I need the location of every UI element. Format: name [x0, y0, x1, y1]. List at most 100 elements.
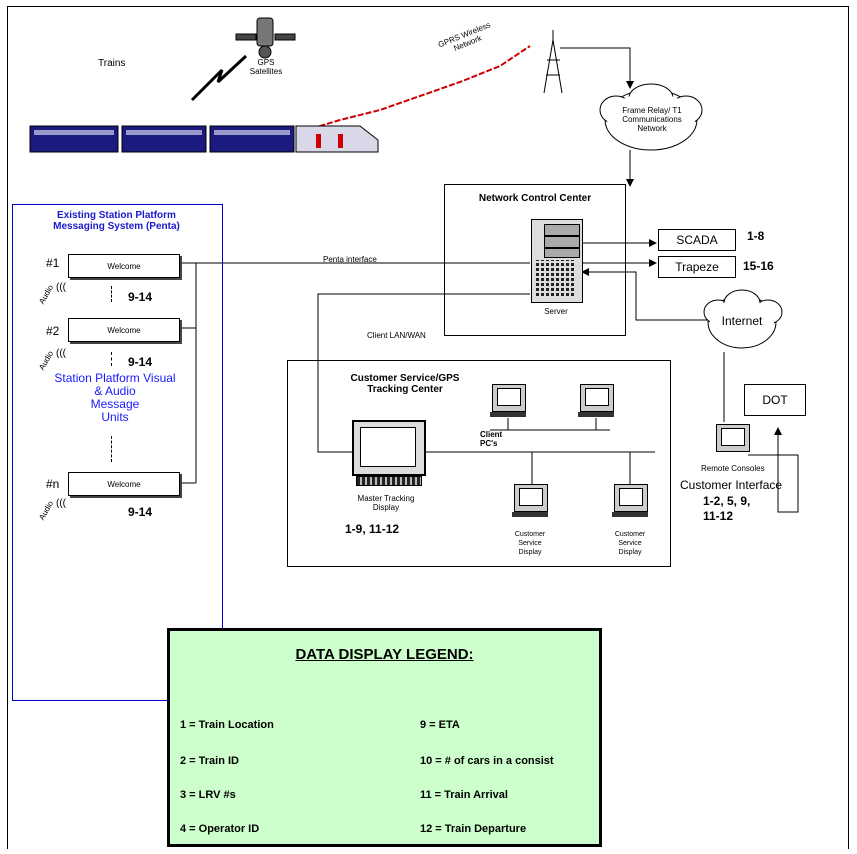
- legend-item-9: 9 = ETA: [420, 719, 460, 731]
- internet-label: Internet: [721, 314, 763, 328]
- unit-2-speaker-icon: (((: [56, 348, 66, 359]
- station-platform-box: [12, 204, 223, 701]
- trains-label: Trains: [98, 58, 126, 69]
- internet-link-line: [581, 268, 712, 321]
- client-pc-2-keyboard-icon: [578, 412, 614, 417]
- legend-item-1: 1 = Train Location: [180, 719, 274, 731]
- csd-1-line1: Customer: [514, 531, 546, 538]
- remote-consoles-label: Remote Consoles: [701, 464, 765, 473]
- master-keyboard-icon: [356, 476, 422, 486]
- frame-relay-line1: Frame Relay/ T1: [622, 106, 682, 115]
- frame-relay-line3: Network: [637, 124, 667, 133]
- trapeze-box: Trapeze: [658, 256, 736, 278]
- csd-2-icon: [614, 484, 648, 512]
- dot-link-line: [748, 427, 799, 513]
- unit-1-codes: 9-14: [128, 290, 153, 304]
- unit-2-dash: [111, 352, 113, 366]
- customer-interface-codes-1: 1-2, 5, 9,: [703, 494, 751, 508]
- client-pc-1-keyboard-icon: [490, 412, 526, 417]
- csd-2-line1: Customer: [614, 531, 646, 538]
- csd-1-line2: Service: [518, 540, 542, 547]
- scada-box: SCADA: [658, 229, 736, 251]
- server-label: Server: [544, 307, 568, 316]
- unit-n-codes: 9-14: [128, 505, 153, 519]
- unit-2-codes: 9-14: [128, 355, 153, 369]
- tracking-title: Customer Service/GPS Tracking Center: [330, 373, 480, 395]
- csd-1-icon: [514, 484, 548, 512]
- unit-2-sign: Welcome: [68, 318, 180, 342]
- frame-relay-line2: Communications: [622, 115, 682, 124]
- ncc-title: Network Control Center: [478, 193, 592, 204]
- gps-satellite-icon: [235, 17, 296, 59]
- station-title-line2: Messaging System (Penta): [53, 221, 180, 232]
- internet-cloud-icon: [703, 289, 783, 349]
- network-control-center-box: Network Control Center Server: [444, 184, 626, 336]
- frame-relay-cloud-icon: [599, 83, 703, 151]
- diagram-frame: [7, 6, 849, 849]
- station-visual-label: Station Platform Visual & Audio Message …: [30, 372, 200, 424]
- legend-title: DATA DISPLAY LEGEND:: [295, 646, 474, 663]
- station-visual-line4: Units: [101, 410, 129, 424]
- csd-1-keyboard-icon: [512, 512, 548, 517]
- client-lan-label: Client LAN/WAN: [367, 331, 426, 340]
- client-lan-line: [317, 293, 530, 453]
- station-title: Existing Station Platform Messaging Syst…: [12, 210, 221, 232]
- tower-link-line: [560, 47, 634, 89]
- penta-interface-label: Penta interface: [323, 255, 377, 264]
- master-display-label: Master Tracking Display: [346, 494, 426, 512]
- trapeze-codes: 15-16: [743, 259, 774, 273]
- legend-item-2: 2 = Train ID: [180, 755, 239, 767]
- customer-interface-codes-2: 11-12: [703, 509, 734, 523]
- unit-1-speaker-icon: (((: [56, 282, 66, 293]
- master-display-monitor-icon: [352, 420, 426, 476]
- frame-relay-label: Frame Relay/ T1 Communications Network: [606, 106, 698, 133]
- master-codes: 1-9, 11-12: [345, 522, 400, 536]
- satellite-label-line1: GPS: [257, 58, 275, 67]
- unit-2-id: #2: [46, 324, 60, 338]
- dot-box: DOT: [744, 384, 806, 416]
- station-title-line1: Existing Station Platform: [57, 210, 176, 221]
- tracking-title-line1: Customer Service/GPS: [350, 373, 460, 384]
- data-display-legend: DATA DISPLAY LEGEND: 1 = Train Location …: [167, 628, 602, 847]
- legend-item-12: 12 = Train Departure: [420, 823, 527, 835]
- legend-item-3: 3 = LRV #s: [180, 789, 236, 801]
- client-pcs-label: Client PC's: [480, 430, 502, 448]
- unit-1-id: #1: [46, 256, 60, 270]
- remote-console-icon: [716, 424, 750, 452]
- station-visual-line2: & Audio: [94, 384, 136, 398]
- legend-item-11: 11 = Train Arrival: [420, 789, 508, 801]
- csd-2-line2: Service: [618, 540, 642, 547]
- client-pc-1-icon: [492, 384, 526, 412]
- unit-1-sign: Welcome: [68, 254, 180, 278]
- station-visual-line1: Station Platform Visual: [54, 371, 176, 385]
- master-line1: Master Tracking: [357, 494, 415, 503]
- csd-1-label: Customer Service Display: [502, 530, 558, 557]
- unit-n-sign: Welcome: [68, 472, 180, 496]
- unit-n-speaker-icon: (((: [56, 498, 66, 509]
- server-icon: [531, 219, 583, 303]
- legend-item-4: 4 = Operator ID: [180, 823, 260, 835]
- station-visual-line3: Message: [90, 397, 140, 411]
- unit-n-id: #n: [46, 477, 60, 491]
- client-line1: Client: [480, 430, 503, 439]
- station-dash: [111, 436, 113, 462]
- customer-interface-title: Customer Interface: [680, 478, 783, 492]
- train-icon: [29, 125, 379, 153]
- scada-codes: 1-8: [747, 229, 765, 243]
- client-pc-2-icon: [580, 384, 614, 412]
- unit-1-dash: [111, 286, 113, 302]
- satellite-label-line2: Satellites: [249, 67, 283, 76]
- satellite-label: GPS Satellites: [246, 58, 286, 76]
- client-line2: PC's: [480, 439, 498, 448]
- wireless-bolt-icon: [190, 54, 248, 102]
- tracking-title-line2: Tracking Center: [367, 384, 443, 395]
- csd-2-keyboard-icon: [612, 512, 648, 517]
- legend-item-10: 10 = # of cars in a consist: [420, 755, 554, 767]
- master-line2: Display: [372, 503, 400, 512]
- csd-1-line3: Display: [518, 549, 542, 556]
- csd-2-line3: Display: [618, 549, 642, 556]
- tracking-center-box: [287, 360, 671, 567]
- csd-2-label: Customer Service Display: [602, 530, 658, 557]
- radio-tower-icon: [543, 30, 563, 94]
